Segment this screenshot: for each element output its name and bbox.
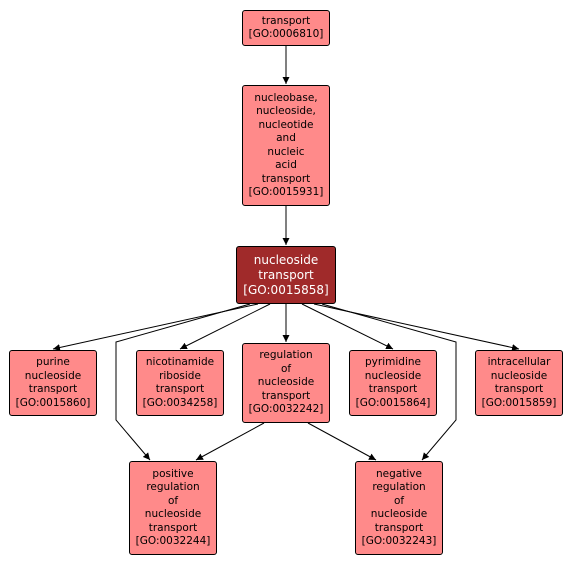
node-label-line: [GO:0015931] [248, 186, 324, 198]
node-label-line: nucleoside [364, 369, 422, 382]
node-transport[interactable]: transport[GO:0006810] [242, 10, 330, 46]
node-label-line: [GO:0032242] [248, 403, 324, 416]
node-label-line: regulation [259, 349, 313, 362]
node-label-line: transport [368, 383, 418, 395]
node-label-line: regulation [146, 481, 200, 493]
edge-regulation-to-negative [307, 422, 377, 461]
node-label-line: transport [261, 389, 311, 402]
node-label-line: nucleoside, [256, 105, 316, 117]
node-label-line: nucleoside [490, 369, 548, 382]
node-label-line: and [276, 132, 296, 144]
node-label-line: [GO:0034258] [142, 396, 218, 409]
node-label-line: nucleobase, [254, 91, 318, 104]
node-label-line: transport [494, 383, 544, 395]
node-label-line: of [393, 494, 405, 507]
edge-nucleoside-to-pyrimidine [301, 303, 394, 350]
node-label-line: [GO:0006810] [248, 28, 324, 40]
node-label-line: transport [261, 14, 311, 27]
node-label-line: riboside [159, 369, 201, 382]
node-label-line: nucleoside [253, 252, 319, 267]
node-label-line: purine [36, 356, 70, 368]
node-label-line: nucleotide [258, 118, 314, 131]
node-label-line: nucleoside [370, 508, 428, 520]
node-label-line: transport [374, 521, 424, 534]
edge-nucleoside-to-positive [115, 303, 251, 461]
node-label-line: transport [261, 172, 311, 185]
node-label-line: nucleoside [257, 376, 315, 389]
node-label-line: of [280, 362, 292, 375]
node-label-line: [GO:0015864] [355, 396, 431, 409]
node-label-line: of [167, 494, 179, 507]
node-label-line: nucleic [267, 145, 305, 158]
node-label-line: pyrimidine [365, 356, 421, 368]
edge-nucleoside-to-nicotinamide [179, 303, 271, 350]
node-label-line: nucleoside [24, 369, 82, 382]
node-label-line: [GO:0032243] [361, 535, 437, 547]
node-label-line: nucleoside [144, 508, 202, 520]
node-label-line: [GO:0032244] [135, 535, 211, 547]
node-label-line: [GO:0015858] [243, 282, 329, 297]
node-label-line: transport [155, 383, 205, 395]
node-label-line: nicotinamide [145, 356, 215, 368]
node-label-line: positive [152, 467, 194, 480]
node-label-line: regulation [372, 481, 426, 493]
node-label-line: transport [258, 267, 314, 282]
edge-nucleoside-to-negative [321, 303, 457, 461]
node-label-line: [GO:0015859] [481, 396, 557, 409]
edge-regulation-to-positive [195, 422, 265, 461]
node-label-line: intracellular [487, 356, 551, 368]
node-label-line: transport [148, 521, 198, 534]
node-label-line: acid [275, 159, 297, 171]
node-label-line: [GO:0015860] [15, 396, 91, 409]
node-label-line: transport [28, 383, 78, 395]
node-label-line: negative [376, 467, 422, 480]
